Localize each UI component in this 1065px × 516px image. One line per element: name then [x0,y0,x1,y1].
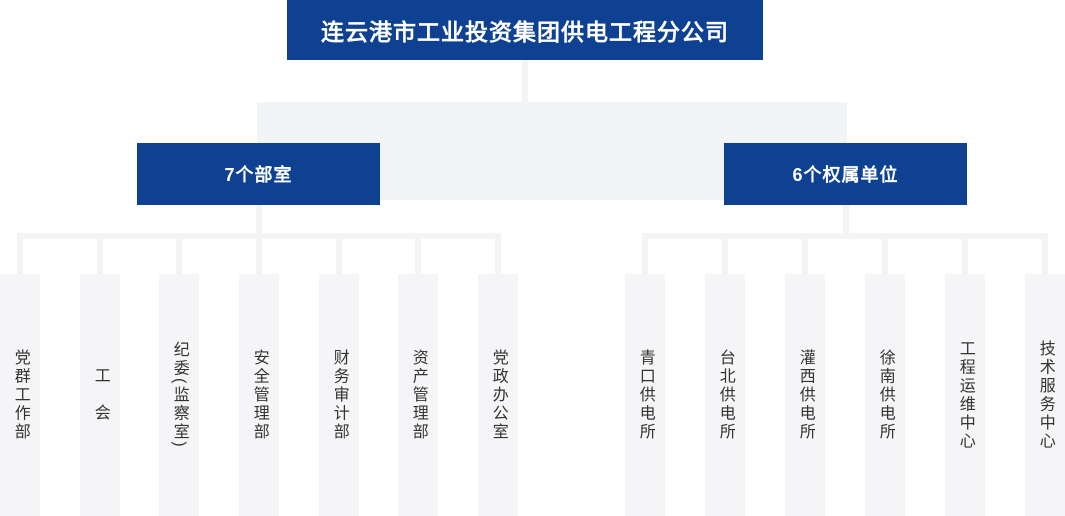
department-column-stub [495,239,501,274]
unit-column-stub [1042,239,1048,274]
department-connector-rail [17,233,501,239]
department-column: 工 会 [80,274,120,516]
unit-column-stub [802,239,808,274]
unit-column: 青口供电所 [625,274,665,516]
unit-column-stub [962,239,968,274]
department-column-label: 安全管理部 [250,348,268,442]
unit-column-stub [722,239,728,274]
unit-connector-rail [642,233,1048,239]
root-org-box: 连云港市工业投资集团供电工程分公司 [287,0,763,60]
department-column-label: 工 会 [91,367,109,423]
unit-column-label: 技术服务中心 [1036,339,1054,451]
unit-column-label: 工程运维中心 [956,339,974,451]
unit-column: 徐南供电所 [865,274,905,516]
department-column: 党群工作部 [0,274,40,516]
department-column-label: 财务审计部 [330,348,348,442]
department-column-label: 纪委(监察室) [170,340,188,450]
unit-column-label: 徐南供电所 [876,348,894,442]
unit-column: 技术服务中心 [1025,274,1065,516]
department-column: 安全管理部 [239,274,279,516]
unit-column: 台北供电所 [705,274,745,516]
root-connector-stub [522,60,528,102]
department-column: 资产管理部 [398,274,438,516]
unit-column-stub [882,239,888,274]
department-column-stub [415,239,421,274]
department-column-stub [17,239,23,274]
unit-column-stub [642,239,648,274]
unit-column-label: 台北供电所 [716,348,734,442]
unit-column: 灌西供电所 [785,274,825,516]
department-column-stub [336,239,342,274]
unit-column-label: 灌西供电所 [796,348,814,442]
department-column: 党政办公室 [478,274,518,516]
units-group-label: 6个权属单位 [792,165,899,185]
departments-group-label: 7个部室 [224,165,293,185]
unit-box-stub [843,205,849,233]
department-box-stub [256,205,262,233]
department-column-stub [97,239,103,274]
department-column-stub [256,239,262,274]
units-group-box: 6个权属单位 [724,143,967,205]
unit-column-label: 青口供电所 [636,348,654,442]
department-column: 财务审计部 [319,274,359,516]
department-column-stub [176,239,182,274]
department-column: 纪委(监察室) [159,274,199,516]
departments-group-box: 7个部室 [137,143,380,205]
unit-column: 工程运维中心 [945,274,985,516]
department-column-label: 党政办公室 [489,348,507,442]
root-org-label: 连云港市工业投资集团供电工程分公司 [321,19,729,45]
department-column-label: 党群工作部 [11,348,29,442]
department-column-label: 资产管理部 [409,348,427,442]
